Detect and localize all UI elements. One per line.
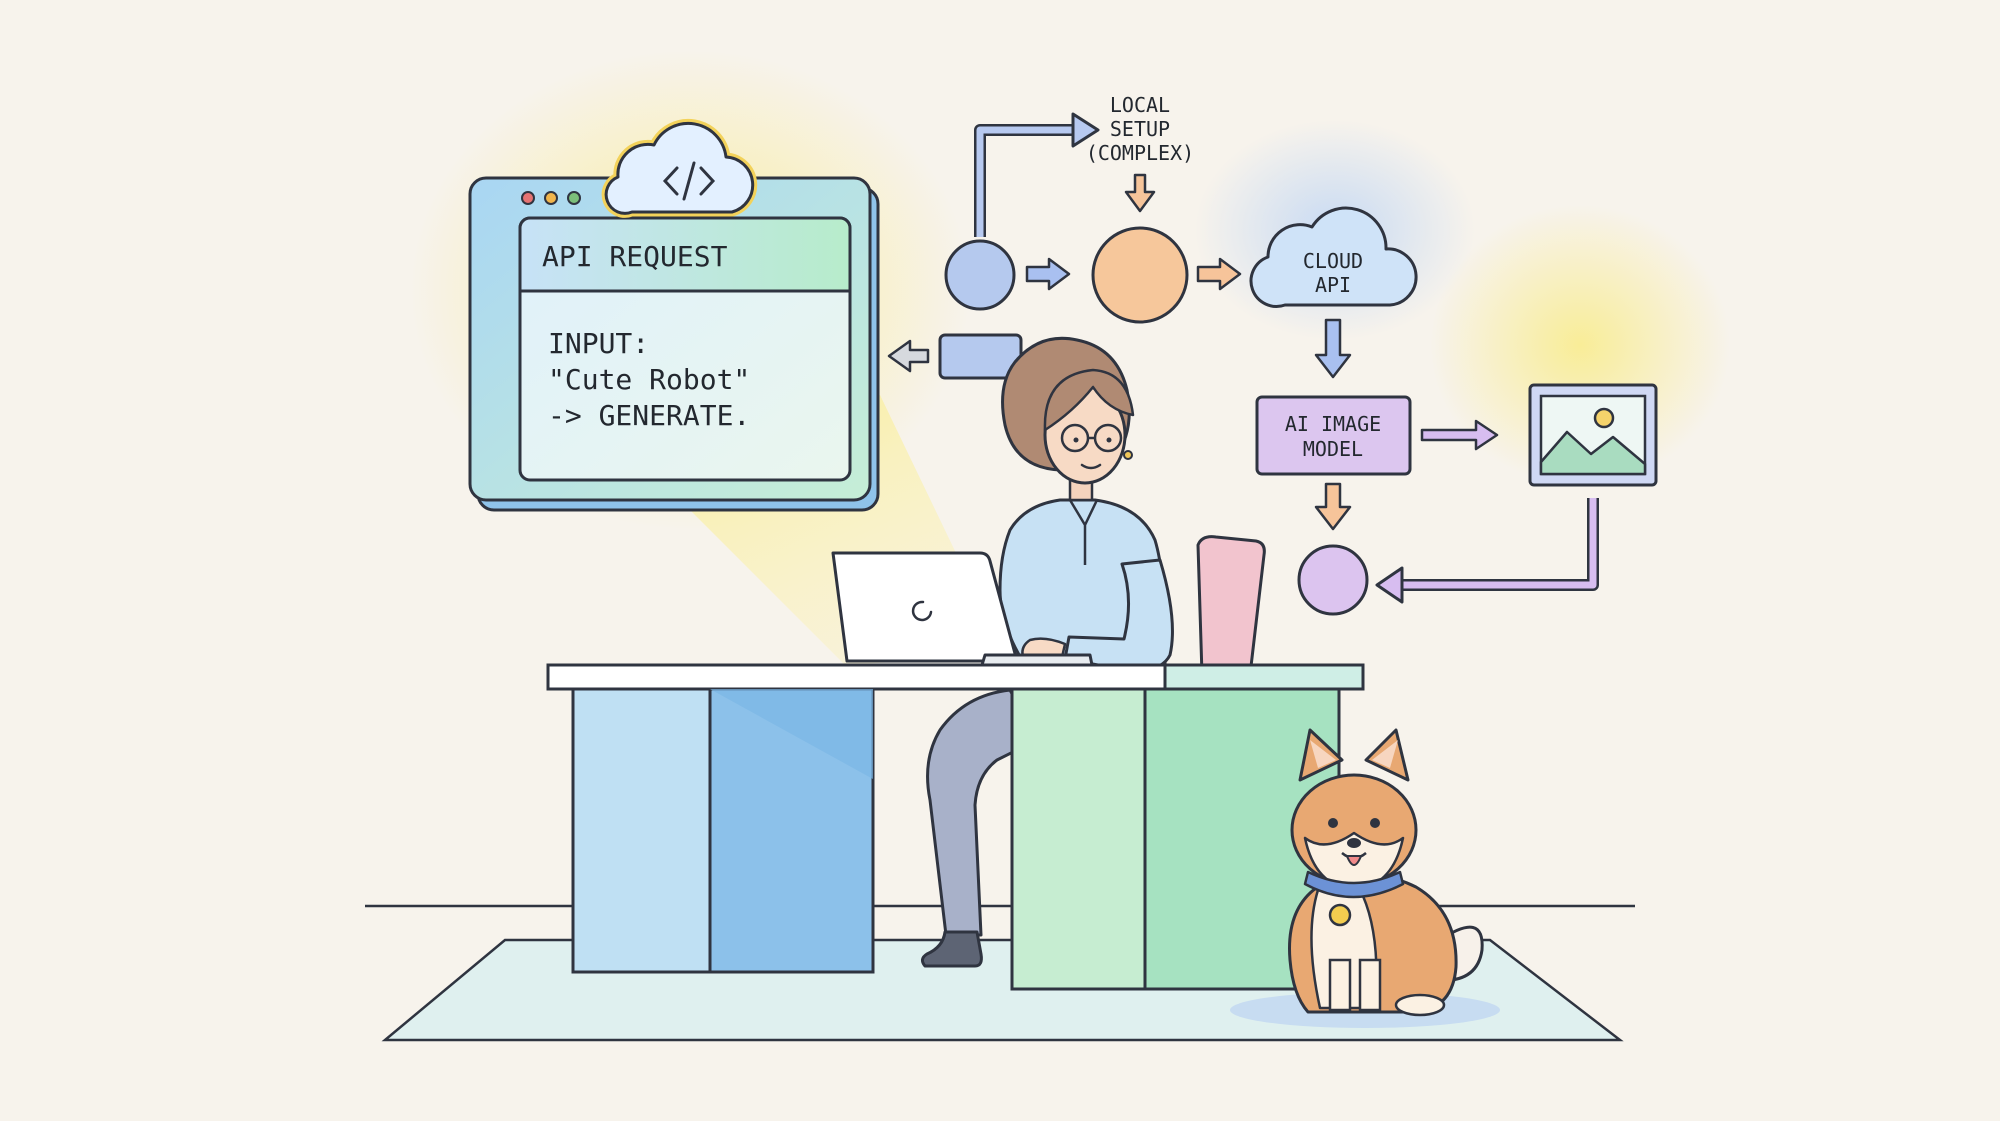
arrow-response-to-window (887, 339, 930, 373)
desk (546, 663, 1365, 991)
cloud-api-label-2: API (1315, 273, 1351, 297)
arrow-blue-to-orange (1025, 257, 1071, 291)
local-setup-label-1: LOCAL (1110, 93, 1170, 117)
code-cloud-icon (601, 118, 758, 218)
api-request-window (468, 176, 880, 512)
blue-node (944, 239, 1016, 311)
shiba-inu-dog (1230, 728, 1500, 1028)
arrow-image-to-purple-outline (1400, 498, 1599, 591)
cloud-api-label-1: CLOUD (1303, 249, 1363, 273)
window-body-line-2: "Cute Robot" (548, 363, 750, 396)
arrow-cloud-to-model (1314, 318, 1352, 379)
window-body-line-3: -> GENERATE. (548, 399, 750, 432)
local-setup-label-2: SETUP (1110, 117, 1170, 141)
purple-node (1297, 544, 1369, 616)
arrow-local-to-orange (1124, 173, 1156, 213)
cloud-api-shape (1249, 206, 1418, 308)
local-setup-label-3: (COMPLEX) (1086, 141, 1194, 165)
arrow-model-to-image (1420, 419, 1499, 451)
dog-bell-icon (1328, 903, 1352, 927)
ai-model-label-1: AI IMAGE (1285, 412, 1381, 436)
window-minimize-dot (544, 191, 558, 205)
office-chair (1196, 535, 1266, 677)
woman-with-glasses (920, 336, 1174, 968)
arrow-to-local-setup-outline (974, 124, 1075, 237)
arrow-image-to-purple-head (1375, 566, 1404, 604)
laptop-logo-icon (911, 600, 933, 622)
window-close-dot (521, 191, 535, 205)
ai-image-model-box (1255, 395, 1412, 476)
arrow-orange-to-cloud (1196, 257, 1242, 291)
window-maximize-dot (567, 191, 581, 205)
orange-node (1091, 226, 1189, 324)
arrow-to-local-setup-head (1071, 112, 1100, 148)
image-landscape-icon (1528, 383, 1658, 487)
window-body-line-1: INPUT: (548, 327, 649, 360)
ai-model-label-2: MODEL (1303, 437, 1363, 461)
window-title: API REQUEST (542, 240, 728, 273)
arrow-model-to-purple (1314, 482, 1352, 531)
